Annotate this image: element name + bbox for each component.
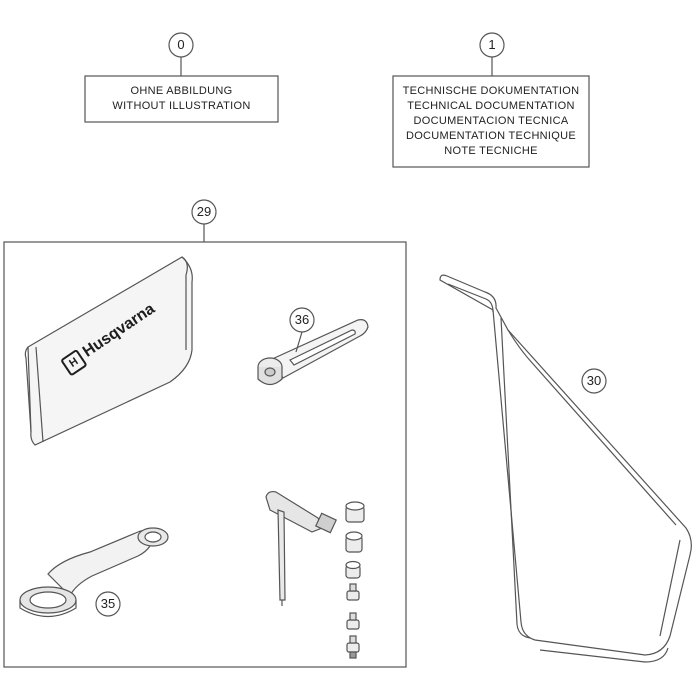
- callout-number-29: 29: [196, 204, 212, 219]
- callout-1: [392, 32, 590, 168]
- side-stand-30: [439, 274, 692, 663]
- label-1-line: TECHNICAL DOCUMENTATION: [407, 100, 575, 112]
- label-0-line: OHNE ABBILDUNG: [130, 85, 233, 97]
- callout-29: [3, 199, 407, 668]
- label-box-0: [84, 75, 279, 123]
- ring-spanner-35: [19, 527, 169, 618]
- tool-bag: [24, 256, 193, 446]
- label-1-line: NOTE TECNICHE: [444, 145, 538, 157]
- callout-0: [84, 32, 279, 123]
- label-1-line: DOCUMENTATION TECHNIQUE: [405, 130, 577, 142]
- t-handle-wrench: [265, 490, 338, 606]
- label-0-text: OHNE ABBILDUNG WITHOUT ILLUSTRATION: [85, 84, 278, 114]
- toolkit-frame: [3, 241, 407, 668]
- bit-set: [345, 501, 365, 659]
- label-1-text: TECHNISCHE DOKUMENTATION TECHNICAL DOCUM…: [393, 84, 589, 159]
- callout-number-35: 35: [100, 596, 116, 611]
- label-1-line: TECHNISCHE DOKUMENTATION: [402, 85, 580, 97]
- spanner-36: [257, 307, 369, 386]
- label-0-line: WITHOUT ILLUSTRATION: [112, 100, 251, 112]
- callout-number-30: 30: [586, 373, 602, 388]
- label-box-1: [392, 75, 590, 168]
- callout-number-1: 1: [488, 37, 496, 52]
- label-1-line: DOCUMENTACION TECNICA: [413, 115, 569, 127]
- callout-number-0: 0: [177, 37, 185, 52]
- callout-number-36: 36: [294, 312, 310, 327]
